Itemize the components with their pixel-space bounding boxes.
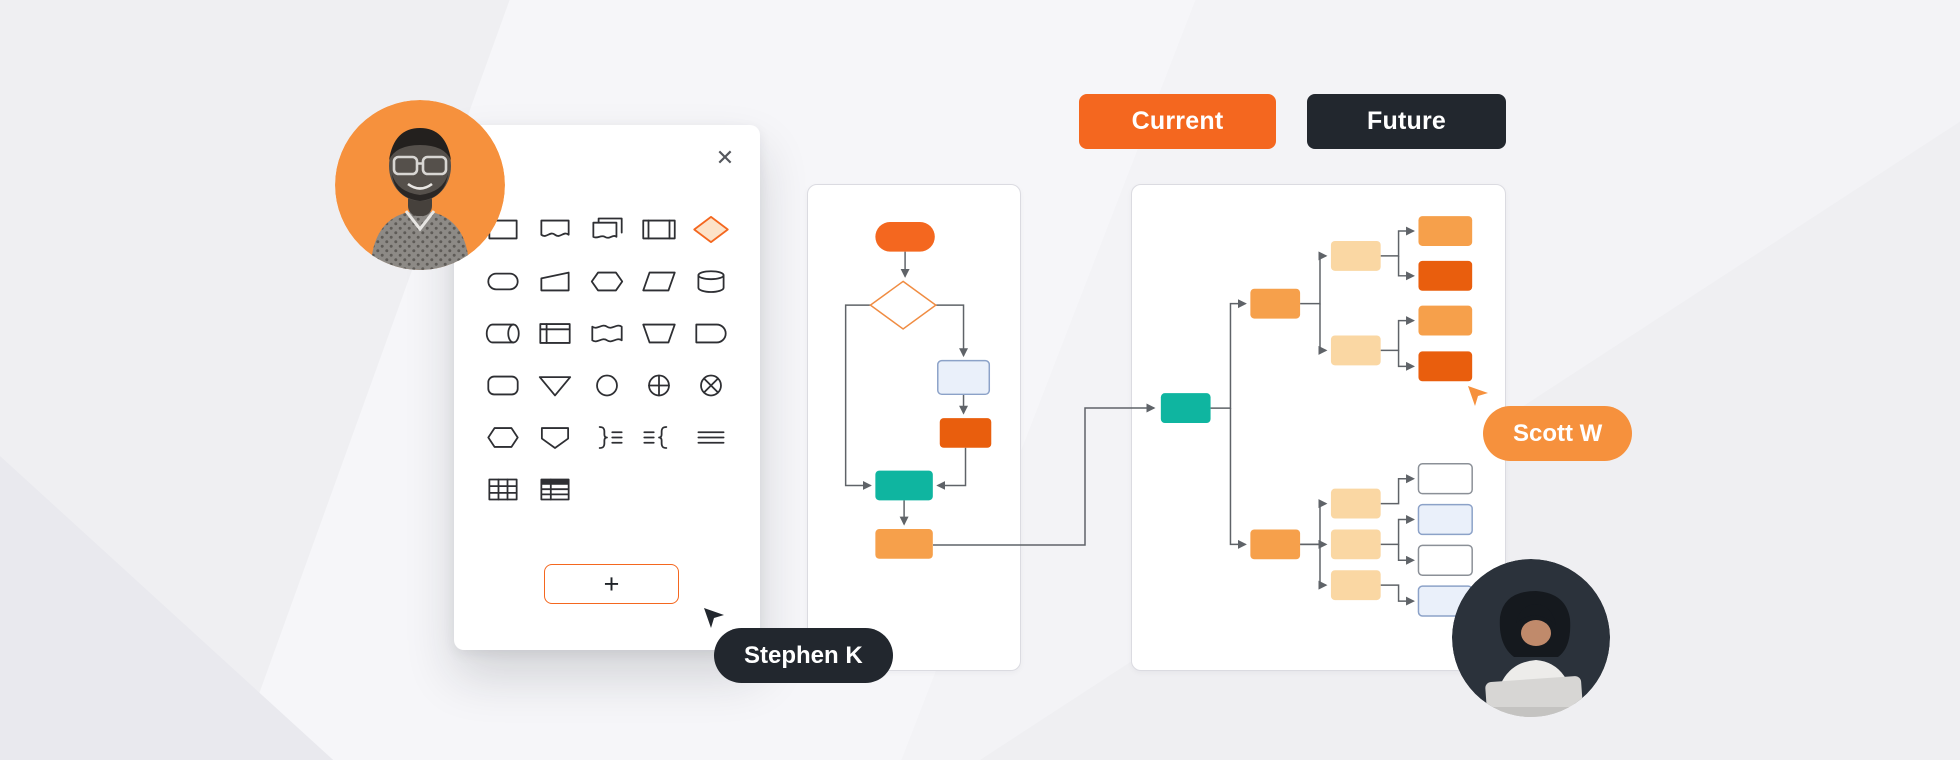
- node-step-amber[interactable]: [875, 529, 933, 559]
- avatar-stephen-image: [335, 100, 505, 270]
- node-leaf-bottom-1[interactable]: [1417, 463, 1473, 495]
- shape-grid: [477, 203, 737, 515]
- tree-diagram: [1160, 216, 1473, 617]
- shape-table-rows-icon[interactable]: [529, 463, 581, 515]
- collaborator-pill-stephen: Stephen K: [714, 628, 893, 683]
- diagram-connector: [1380, 584, 1415, 606]
- diagram-connector: [1318, 544, 1328, 590]
- node-leaf-group-top-2[interactable]: [1330, 335, 1381, 366]
- flowchart-content: [844, 221, 992, 559]
- shape-internal-storage-icon[interactable]: [529, 307, 581, 359]
- node-step-blue[interactable]: [937, 359, 991, 396]
- shape-summing-junction-icon[interactable]: [633, 359, 685, 411]
- shape-paper-tape-icon[interactable]: [581, 307, 633, 359]
- shape-off-page-connector-icon[interactable]: [529, 411, 581, 463]
- shape-brace-right-icon[interactable]: [581, 411, 633, 463]
- shape-terminator-icon[interactable]: [477, 255, 529, 307]
- diagram-connector: [1380, 515, 1415, 546]
- cursor-stephen-icon: [704, 608, 724, 628]
- node-branch-top[interactable]: [1250, 288, 1301, 319]
- shape-manual-input-icon[interactable]: [529, 255, 581, 307]
- shape-or-icon[interactable]: [685, 359, 737, 411]
- shape-data-icon[interactable]: [633, 255, 685, 307]
- shape-database-icon[interactable]: [685, 255, 737, 307]
- shape-alternate-process-icon[interactable]: [477, 359, 529, 411]
- diagram-connector: [1397, 544, 1415, 565]
- diagram-connector: [1318, 303, 1328, 355]
- diagram-connector: [1397, 255, 1415, 281]
- node-leaf-top-2[interactable]: [1418, 260, 1473, 291]
- collaborator-pill-scott: Scott W: [1483, 406, 1633, 461]
- shape-direct-access-storage-icon[interactable]: [477, 307, 529, 359]
- diagram-connector: [1397, 350, 1415, 371]
- node-leaf-group-bottom-1[interactable]: [1330, 488, 1381, 519]
- cursor-scott-icon: [1468, 386, 1488, 406]
- shape-delay-icon[interactable]: [685, 307, 737, 359]
- shape-manual-operation-icon[interactable]: [633, 307, 685, 359]
- diagram-connector: [1300, 499, 1328, 546]
- tree-card: [1131, 184, 1506, 671]
- node-step-orange[interactable]: [939, 418, 992, 448]
- diagram-connector: [936, 447, 967, 490]
- diagram-connector: [1210, 299, 1247, 409]
- node-branch-bottom[interactable]: [1250, 529, 1301, 560]
- tree-content: [1160, 216, 1473, 617]
- avatar-woman-image: [1452, 559, 1610, 717]
- node-root[interactable]: [1160, 393, 1211, 424]
- shape-library-panel: ✕ +: [454, 125, 760, 650]
- node-leaf-group-top-1[interactable]: [1330, 241, 1381, 271]
- node-leaf-bottom-2[interactable]: [1417, 503, 1473, 536]
- node-start[interactable]: [875, 221, 935, 252]
- node-decision[interactable]: [869, 280, 938, 330]
- shape-decision-icon[interactable]: [685, 203, 737, 255]
- diagram-connector: [1229, 408, 1247, 549]
- shape-text-lines-icon[interactable]: [685, 411, 737, 463]
- shape-brace-left-icon[interactable]: [633, 411, 685, 463]
- node-leaf-group-bottom-2[interactable]: [1330, 529, 1381, 560]
- flowchart-diagram: [844, 221, 992, 559]
- avatar-stephen: [335, 100, 505, 270]
- node-step-teal[interactable]: [875, 470, 933, 501]
- node-leaf-bottom-3[interactable]: [1417, 544, 1473, 576]
- node-leaf-top-1[interactable]: [1418, 216, 1473, 246]
- future-state-button[interactable]: Future: [1307, 94, 1506, 149]
- diagram-connector: [1380, 226, 1415, 257]
- node-leaf-group-bottom-3[interactable]: [1330, 570, 1381, 601]
- shape-hexagon-icon[interactable]: [477, 411, 529, 463]
- shape-predefined-process-icon[interactable]: [633, 203, 685, 255]
- shape-multiple-documents-icon[interactable]: [581, 203, 633, 255]
- close-icon[interactable]: ✕: [715, 145, 735, 170]
- add-shape-button[interactable]: +: [544, 564, 679, 604]
- shape-table-icon[interactable]: [477, 463, 529, 515]
- shape-connector-icon[interactable]: [581, 359, 633, 411]
- diagram-connector: [844, 304, 872, 490]
- shape-merge-icon[interactable]: [529, 359, 581, 411]
- diagram-connector: [1380, 474, 1415, 505]
- diagram-connector: [1380, 316, 1415, 352]
- diagram-connector: [1300, 251, 1328, 305]
- node-leaf-top-4[interactable]: [1418, 351, 1473, 382]
- diagram-connector: [935, 304, 968, 358]
- shape-document-icon[interactable]: [529, 203, 581, 255]
- avatar-scott-teammate: [1452, 559, 1610, 717]
- current-state-button[interactable]: Current: [1079, 94, 1276, 149]
- node-leaf-top-3[interactable]: [1418, 305, 1473, 336]
- flowchart-card: [807, 184, 1021, 671]
- shape-preparation-icon[interactable]: [581, 255, 633, 307]
